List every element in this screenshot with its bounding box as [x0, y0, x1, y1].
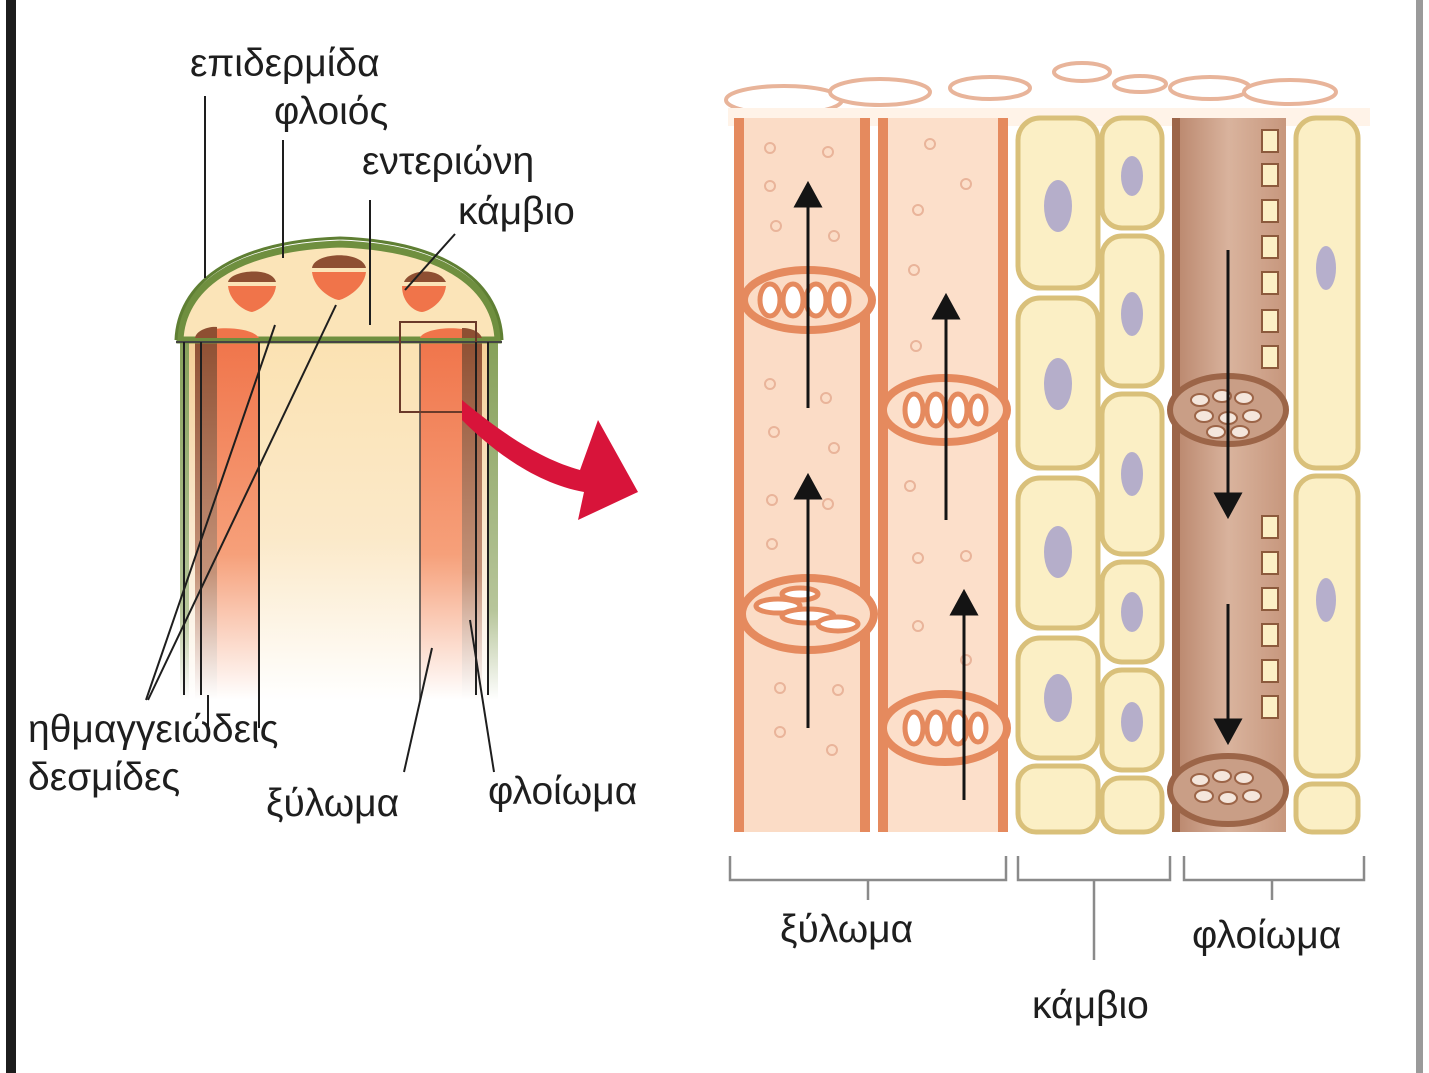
- tissue-magnification: [726, 63, 1370, 832]
- top-cross-section-rings: [726, 63, 1336, 114]
- label-bundles-line1: ηθμαγγειώδεις: [28, 708, 278, 751]
- label-cambium-right: κάμβιο: [1032, 984, 1149, 1027]
- label-cambium-left: κάμβιο: [458, 190, 575, 233]
- bracket-xylem: [730, 856, 1006, 900]
- label-xylem-left: ξύλωμα: [266, 782, 399, 825]
- labels-right: ξύλωμα κάμβιο φλοίωμα: [780, 908, 1341, 1027]
- label-pith: εντεριώνη: [362, 140, 534, 183]
- xylem-vessel-column-1: [734, 118, 874, 832]
- label-phloem-right: φλοίωμα: [1192, 914, 1341, 957]
- xylem-vessel-column-2: [878, 118, 1008, 832]
- bracket-phloem: [1184, 856, 1364, 900]
- companion-cells: [1296, 118, 1358, 832]
- label-xylem-right: ξύλωμα: [780, 908, 913, 951]
- phloem-strand-left: [195, 335, 217, 700]
- label-bundles-line2: δεσμίδες: [28, 756, 180, 799]
- label-epidermis: επιδερμίδα: [190, 42, 380, 85]
- label-cortex: φλοιός: [274, 90, 388, 133]
- phloem-strand-right: [462, 335, 482, 700]
- label-phloem-left: φλοίωμα: [488, 770, 637, 813]
- bracket-cambium: [1018, 856, 1170, 960]
- xylem-strand-right: [420, 335, 462, 700]
- epidermis-side-right: [488, 340, 498, 700]
